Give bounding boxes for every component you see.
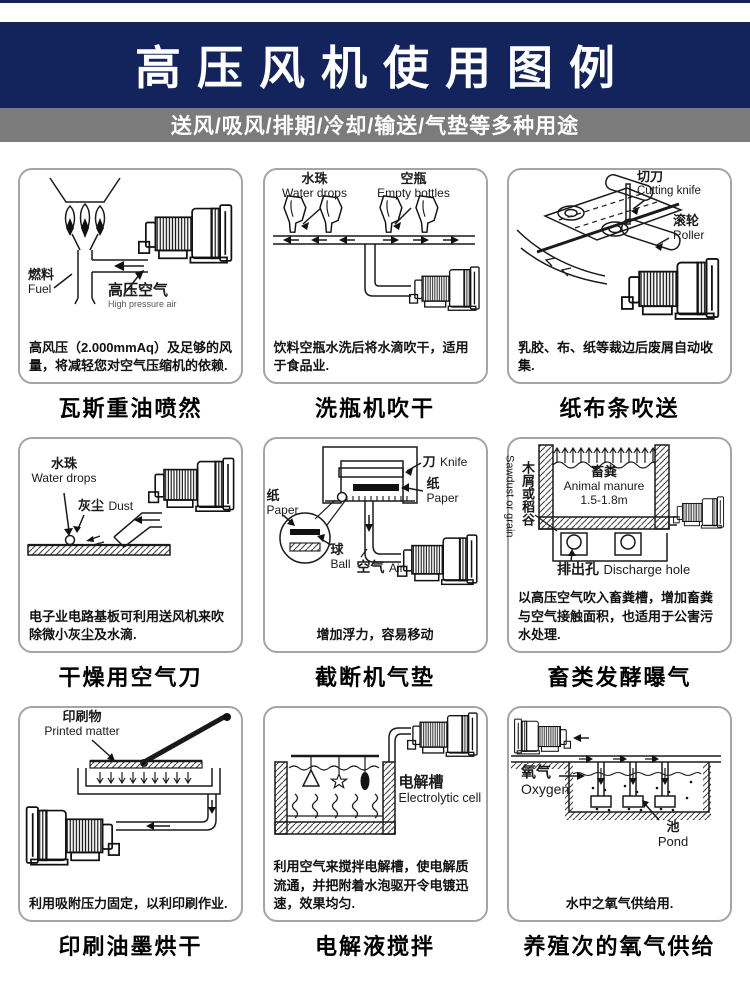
panel-cell-air-cushion: 刀 Knife 纸 Paper 纸 Paper 球 Ball [262, 437, 488, 692]
panel-bottle-drying: 水珠 Water drops 空瓶 Empty bottles 饮料空瓶水洗后将… [262, 168, 488, 384]
aeration-title: 畜类发酵曝气 [547, 665, 692, 690]
ink-drying-description: 利用吸附压力固定，以利印刷作业. [29, 895, 228, 911]
subtitle-bar: 送风/吸风/排期/冷却/输送/气垫等多种用途 [0, 108, 750, 142]
oxygen-supply-illustration [511, 718, 721, 821]
panel-cell-oxygen-supply: 氧气 Oxygen 池 Pond 水中之氧气供给用. 养殖次的氧气供给 [507, 706, 732, 961]
bottle-drying-illustration [272, 195, 480, 311]
panel-cell-air-knife: 水珠 Water drops 灰尘 Dust 电子业电路基板可利用送风机来吹除微… [18, 437, 243, 692]
air-cushion-title: 截断机气垫 [314, 665, 435, 690]
ink-drying-title: 印刷油墨烘干 [58, 934, 203, 959]
animal-manure-label: 畜粪 Animal manure 1.5-1.8m [563, 464, 645, 507]
panel-electrolyte: 电解槽 Electrolytic cell 利用空气来搅拌电解槽，使电解质流通，… [262, 706, 488, 922]
ink-drying-illustration [25, 713, 231, 866]
bottle-drying-title: 洗瓶机吹干 [314, 396, 435, 421]
panel-strip-blowing: 切刀 Cutting knife 滚轮 Roller 乳胶、布、纸等裁边后废屑自… [507, 168, 732, 384]
fuel-label: 燃料 Fuel [28, 267, 55, 296]
panel-oxygen-supply: 氧气 Oxygen 池 Pond 水中之氧气供给用. [507, 706, 732, 922]
panel-grid: 燃料 Fuel 高压空气 High pressure air 高风压（2.000… [0, 142, 750, 961]
page-subtitle: 送风/吸风/排期/冷却/输送/气垫等多种用途 [170, 115, 580, 138]
burner-title: 瓦斯重油喷然 [58, 396, 203, 421]
header-banner: 高压风机使用图例 [0, 22, 750, 108]
air-cushion-illustration [278, 446, 478, 586]
oxygen-supply-description: 水中之氧气供给用. [565, 895, 674, 911]
printed-matter-label: 印刷物 Printed matter [44, 709, 120, 738]
page-title: 高压风机使用图例 [135, 42, 631, 94]
panel-cell-strip-blowing: 切刀 Cutting knife 滚轮 Roller 乳胶、布、纸等裁边后废屑自… [507, 168, 732, 423]
electrolytic-cell-label: 电解槽 Electrolytic cell [398, 774, 482, 806]
water-drops-label-2: 水珠 Water drops [31, 456, 97, 485]
oxygen-supply-figure: 氧气 Oxygen 池 Pond [509, 708, 730, 895]
sawdust-label-cn: 木屑或稻谷 [519, 461, 535, 526]
knife-label: 刀 Knife [422, 454, 468, 469]
panel-air-knife: 水珠 Water drops 灰尘 Dust 电子业电路基板可利用送风机来吹除微… [18, 437, 243, 653]
strip-blowing-description: 乳胶、布、纸等裁边后废屑自动收集. [518, 339, 714, 373]
ink-drying-figure: 印刷物 Printed matter [20, 708, 241, 895]
roller-label: 滚轮 Roller [673, 213, 705, 242]
sawdust-label-en: Sawdust or grain [503, 455, 516, 538]
air-knife-description: 电子业电路基板可利用送风机来吹除微小灰尘及水滴. [29, 608, 225, 642]
top-border-line [0, 0, 750, 3]
bottle-drying-description: 饮料空瓶水洗后将水滴吹干，适用于食品业. [273, 339, 469, 373]
burner-illustration [49, 177, 233, 305]
dust-label: 灰尘 Dust [78, 498, 134, 513]
panel-cell-aeration: 畜粪 Animal manure 1.5-1.8m Sawdust or gra… [504, 437, 732, 692]
oxygen-supply-title: 养殖次的氧气供给 [523, 934, 716, 959]
empty-bottles-label: 空瓶 Empty bottles [377, 171, 450, 200]
electrolyte-title: 电解液搅拌 [314, 934, 435, 959]
panel-air-cushion: 刀 Knife 纸 Paper 纸 Paper 球 Ball [262, 437, 488, 653]
aeration-figure: 畜粪 Animal manure 1.5-1.8m Sawdust or gra… [504, 439, 730, 589]
ball-label: 球 Ball [330, 542, 351, 571]
panel-cell-burner: 燃料 Fuel 高压空气 High pressure air 高风压（2.000… [18, 168, 243, 423]
electrolyte-illustration [273, 712, 478, 835]
strip-blowing-figure: 切刀 Cutting knife 滚轮 Roller [509, 169, 730, 339]
panel-burner: 燃料 Fuel 高压空气 High pressure air 高风压（2.000… [18, 168, 243, 384]
paper-right-label: 纸 Paper [426, 476, 459, 505]
paper-left-label: 纸 Paper [266, 488, 299, 517]
water-drops-label: 水珠 Water drops [282, 171, 347, 200]
burner-description: 高风压（2.000mmAq）及足够的风量，将减轻您对空气压缩机的依赖. [29, 339, 232, 373]
discharge-hole-label: 排出孔 Discharge hole [557, 561, 691, 577]
air-knife-figure: 水珠 Water drops 灰尘 Dust [20, 439, 241, 608]
panel-cell-bottle-drying: 水珠 Water drops 空瓶 Empty bottles 饮料空瓶水洗后将… [262, 168, 488, 423]
electrolyte-description: 利用空气来搅拌电解槽，使电解质流通，并把附着水泡驱开令电镀迅速，效果均匀. [273, 859, 469, 911]
aeration-description: 以高压空气吹入畜粪槽，增加畜粪与空气接触面积，也适用于公害污水处理. [518, 590, 714, 642]
panel-cell-ink-drying: 印刷物 Printed matter 利用吸附压力固定，以利印刷作业. 印刷油墨… [18, 706, 243, 961]
air-cushion-figure: 刀 Knife 纸 Paper 纸 Paper 球 Ball [265, 439, 486, 626]
air-knife-illustration [27, 457, 235, 556]
cutting-knife-label: 切刀 Cutting knife [637, 169, 701, 197]
strip-blowing-title: 纸布条吹送 [559, 396, 680, 421]
panel-aeration: 畜粪 Animal manure 1.5-1.8m Sawdust or gra… [504, 437, 732, 653]
aeration-illustration [534, 444, 725, 562]
high-pressure-air-label: 高压空气 High pressure air [108, 282, 177, 310]
air-knife-title: 干燥用空气刀 [58, 665, 203, 690]
air-cushion-description: 增加浮力，容易移动 [316, 626, 434, 642]
pond-label: 池 Pond [657, 819, 689, 849]
air-label: 空气 Air [356, 559, 404, 575]
panel-ink-drying: 印刷物 Printed matter 利用吸附压力固定，以利印刷作业. [18, 706, 243, 922]
burner-figure: 燃料 Fuel 高压空气 High pressure air [20, 170, 241, 339]
bottle-drying-figure: 水珠 Water drops 空瓶 Empty bottles [265, 170, 486, 339]
oxygen-label: 氧气 Oxygen [521, 764, 570, 798]
electrolyte-figure: 电解槽 Electrolytic cell [265, 708, 486, 858]
strip-blowing-illustration [516, 174, 720, 320]
panel-cell-electrolyte: 电解槽 Electrolytic cell 利用空气来搅拌电解槽，使电解质流通，… [262, 706, 488, 961]
